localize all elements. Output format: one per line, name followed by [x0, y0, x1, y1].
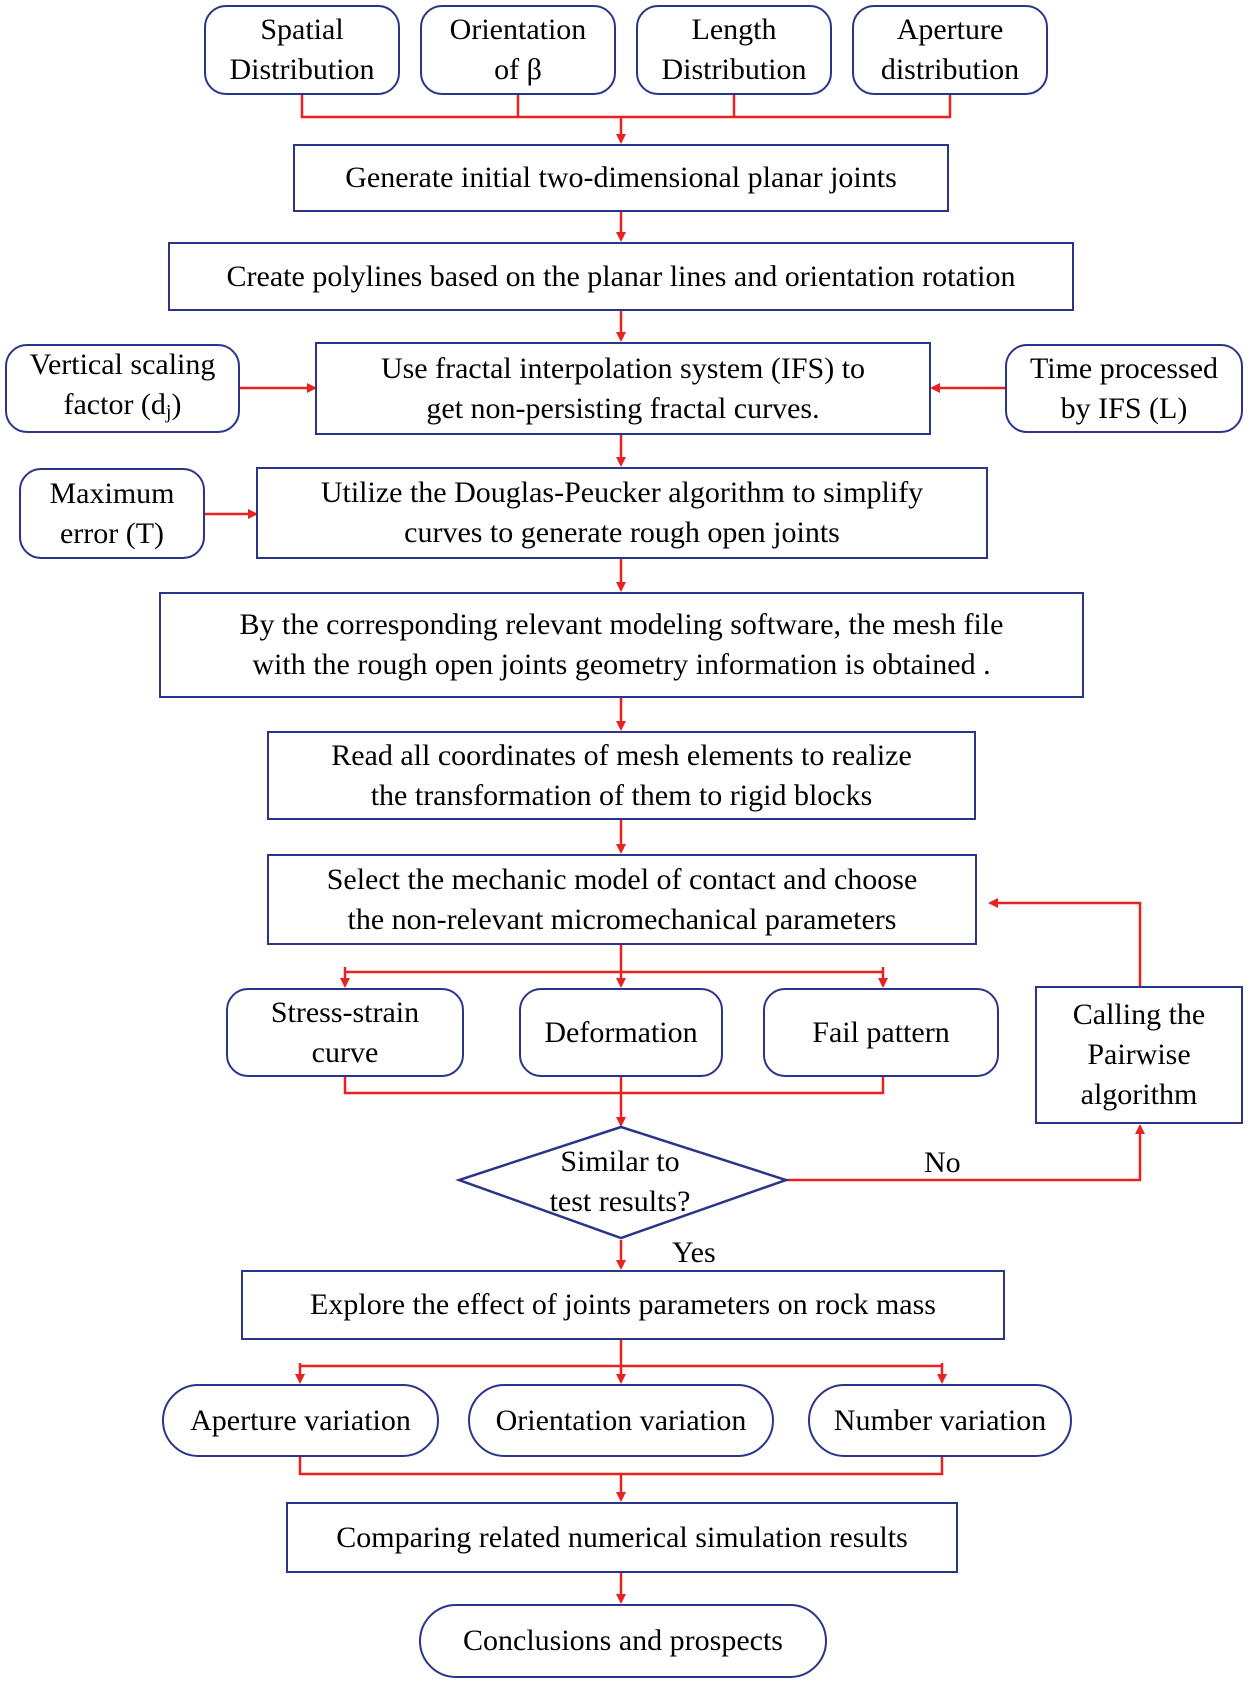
merge-line-results: [343, 1077, 885, 1095]
number-variation-node: Number variation: [808, 1384, 1072, 1457]
mesh-file-box: By the corresponding relevant modeling s…: [159, 592, 1084, 698]
select-model-box: Select the mechanic model of contact and…: [267, 854, 977, 945]
generate-joints-box: Generate initial two-dimensional planar …: [293, 144, 949, 212]
spatial-distribution-node: Spatial Distribution: [204, 5, 400, 95]
deformation-node: Deformation: [519, 988, 723, 1077]
stress-strain-node: Stress-strain curve: [226, 988, 464, 1077]
orientation-variation-node: Orientation variation: [468, 1384, 774, 1457]
orientation-beta-node: Orientation of β: [420, 5, 616, 95]
aperture-distribution-node: Aperture distribution: [852, 5, 1048, 95]
explore-effect-box: Explore the effect of joints parameters …: [241, 1270, 1005, 1340]
merge-line-inputs: [300, 95, 952, 119]
decision-diamond: [455, 1125, 790, 1240]
edge-label-no: No: [924, 1146, 961, 1179]
arrow-no-to-pairwise: [786, 1124, 1145, 1182]
edge-label-yes: Yes: [672, 1236, 716, 1269]
aperture-variation-node: Aperture variation: [162, 1384, 439, 1457]
merge-line-variations: [298, 1457, 944, 1476]
fail-pattern-node: Fail pattern: [763, 988, 999, 1077]
conclusions-node: Conclusions and prospects: [419, 1604, 827, 1678]
read-coordinates-box: Read all coordinates of mesh elements to…: [267, 731, 976, 820]
length-distribution-node: Length Distribution: [636, 5, 832, 95]
arrow-pairwise-to-select: [988, 898, 1142, 986]
split-line-results: [343, 967, 885, 974]
comparing-results-box: Comparing related numerical simulation r…: [286, 1502, 958, 1573]
ifs-box: Use fractal interpolation system (IFS) t…: [315, 342, 931, 435]
create-polylines-box: Create polylines based on the planar lin…: [168, 242, 1074, 311]
douglas-peucker-box: Utilize the Douglas-Peucker algorithm to…: [256, 467, 988, 559]
pairwise-box: Calling the Pairwise algorithm: [1035, 986, 1243, 1124]
decision-label: Similar to test results?: [549, 1145, 691, 1218]
maximum-error-node: Maximum error (T): [19, 468, 205, 559]
time-processed-node: Time processed by IFS (L): [1005, 344, 1243, 433]
